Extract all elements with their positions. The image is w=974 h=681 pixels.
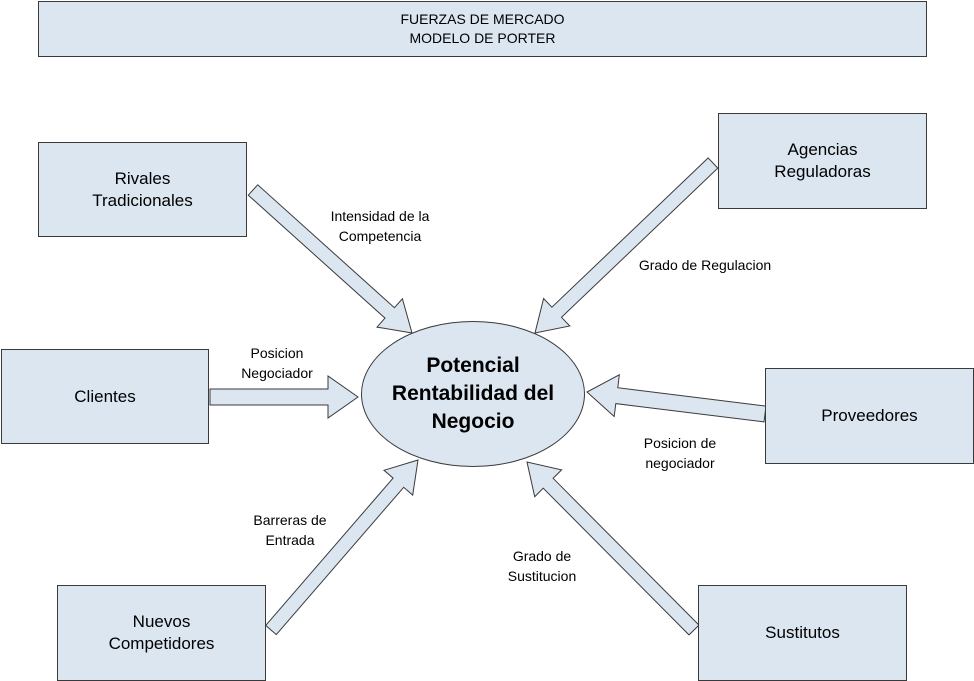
box-proveedores: Proveedores xyxy=(765,368,974,464)
title-line-2: MODELO DE PORTER xyxy=(409,30,556,46)
nuevos-label: Nuevos Competidores xyxy=(108,612,215,653)
label-grado-regulacion: Grado de Regulacion xyxy=(638,257,772,273)
label-intensidad-competencia: Intensidad de la Competencia xyxy=(330,208,430,244)
box-clientes: Clientes xyxy=(1,349,209,444)
arrow-agencias xyxy=(534,157,719,334)
arrow-nuevos xyxy=(264,459,419,636)
center-label: Potencial Rentabilidad del Negocio xyxy=(391,354,555,433)
box-rivales-tradicionales: Rivales Tradicionales xyxy=(38,142,247,237)
rivales-label: Rivales Tradicionales xyxy=(92,168,193,210)
diagram-title: FUERZAS DE MERCADO MODELO DE PORTER xyxy=(38,1,927,57)
label-posicion-de-negociador: Posicion de negociador xyxy=(643,435,717,471)
arrow-rivales xyxy=(247,184,413,334)
sustitutos-label: Sustitutos xyxy=(765,623,840,642)
arrow-sustitutos xyxy=(526,461,700,636)
box-sustitutos: Sustitutos xyxy=(698,585,907,681)
agencias-label: Agencias Reguladoras xyxy=(774,140,871,181)
proveedores-label: Proveedores xyxy=(821,406,918,425)
center-ellipse: Potencial Rentabilidad del Negocio xyxy=(361,321,585,467)
arrow-clientes xyxy=(209,375,359,419)
label-barreras-entrada: Barreras de Entrada xyxy=(253,512,327,548)
clientes-label: Clientes xyxy=(74,386,136,406)
arrow-proveedores xyxy=(586,373,767,423)
title-line-1: FUERZAS DE MERCADO xyxy=(400,11,565,27)
label-posicion-negociador: Posicion Negociador xyxy=(241,345,313,381)
box-nuevos-competidores: Nuevos Competidores xyxy=(57,585,266,681)
box-agencias-reguladoras: Agencias Reguladoras xyxy=(718,113,927,209)
label-grado-sustitucion: Grado de Sustitucion xyxy=(507,548,577,584)
